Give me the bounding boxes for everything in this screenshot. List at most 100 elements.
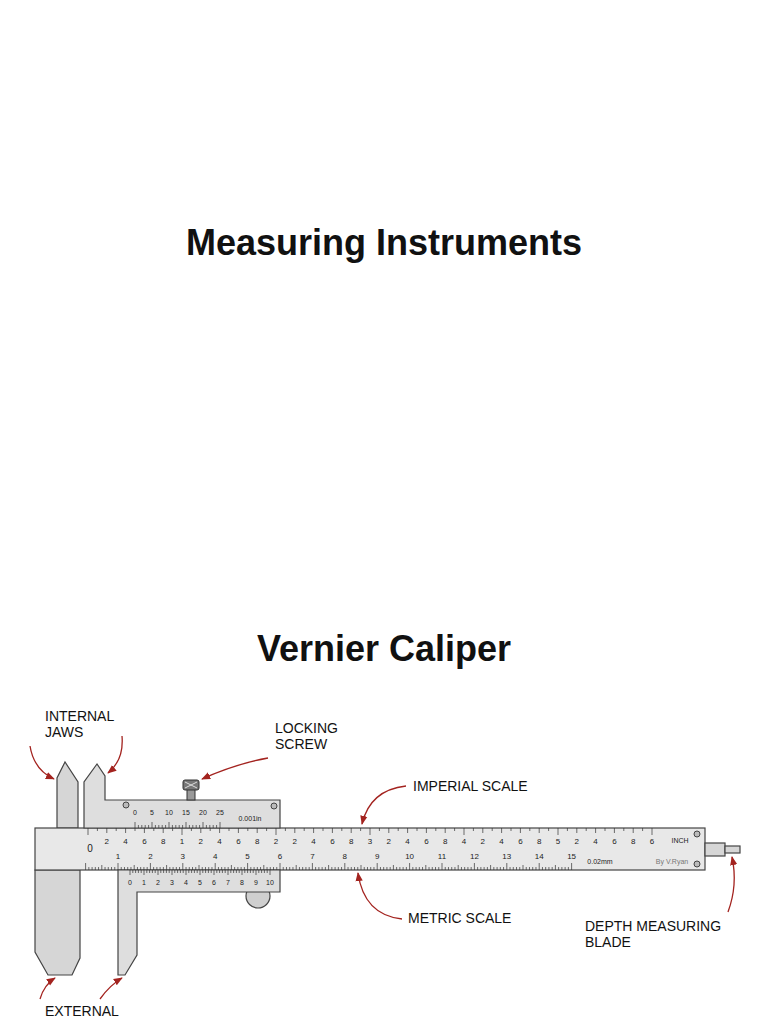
scale-tick (216, 870, 217, 873)
scale-tick (422, 867, 423, 870)
scale-number: 2 (274, 838, 278, 846)
scale-tick (258, 870, 259, 873)
scale-tick (283, 867, 284, 870)
scale-number: 2 (199, 838, 203, 846)
fixed-external-jaw (35, 870, 80, 975)
scale-number: 2 (481, 838, 485, 846)
scale-tick (195, 867, 196, 870)
scale-tick (231, 865, 232, 870)
scale-tick (435, 828, 436, 831)
scale-tick (315, 867, 316, 870)
scale-tick (247, 863, 248, 870)
locking-screw-head (183, 780, 199, 790)
scale-tick (294, 828, 295, 833)
scale-tick (497, 867, 498, 870)
scale-number: 13 (502, 853, 511, 861)
unit-label: INCH (671, 837, 688, 844)
scale-tick (266, 828, 267, 831)
scale-tick (158, 825, 159, 828)
scale-tick (529, 828, 530, 831)
slider-screw (123, 802, 129, 808)
scale-tick (605, 828, 606, 831)
scale-tick (141, 870, 142, 873)
scale-tick (403, 867, 404, 870)
scale-tick (169, 822, 170, 828)
scale-tick (548, 867, 549, 870)
scale-tick (236, 870, 237, 873)
scale-tick (216, 825, 217, 828)
scale-tick (162, 825, 163, 828)
scale-tick (576, 828, 577, 833)
scale-tick (454, 867, 455, 870)
scale-tick (127, 867, 128, 870)
scale-number: 0 (87, 844, 93, 854)
scale-tick (220, 822, 221, 828)
scale-tick (539, 828, 540, 833)
scale-number: 15 (182, 809, 190, 816)
scale-tick (519, 867, 520, 870)
part-label: IMPERIAL SCALE (413, 778, 613, 794)
scale-tick (210, 828, 211, 831)
scale-tick (429, 867, 430, 870)
scale-tick (182, 825, 183, 828)
scale-tick (140, 867, 141, 870)
scale-number: 10 (405, 853, 414, 861)
scale-tick (92, 867, 93, 870)
scale-tick (461, 867, 462, 870)
scale-tick (143, 867, 144, 870)
scale-tick (399, 867, 400, 870)
scale-tick (160, 870, 161, 873)
scale-tick (364, 867, 365, 870)
scale-number: 4 (123, 838, 127, 846)
scale-tick (134, 865, 135, 870)
scale-number: 5 (150, 809, 154, 816)
scale-tick (458, 865, 459, 870)
scale-number: 0 (128, 879, 132, 886)
scale-tick (379, 828, 380, 831)
scale-tick (416, 867, 417, 870)
scale-tick (189, 867, 190, 870)
scale-tick (280, 863, 281, 870)
scale-tick (409, 863, 410, 870)
scale-number: 2 (387, 838, 391, 846)
scale-tick (85, 863, 86, 870)
scale-number: 0 (133, 809, 137, 816)
scale-number: 6 (518, 838, 522, 846)
scale-tick (247, 828, 248, 831)
scale-tick (242, 870, 243, 875)
scale-tick (88, 828, 89, 835)
scale-tick (118, 863, 119, 870)
scale-tick (180, 870, 181, 873)
scale-tick (148, 825, 149, 828)
slider-upper-plate (84, 764, 280, 828)
scale-tick (520, 828, 521, 833)
scale-tick (305, 867, 306, 870)
part-label: INTERNAL JAWS (45, 708, 125, 740)
scale-tick (256, 870, 257, 875)
scale-number: 1 (142, 879, 146, 886)
scale-tick (166, 870, 167, 873)
scale-tick (205, 870, 206, 873)
scale-tick (257, 867, 258, 870)
scale-tick (348, 867, 349, 870)
scale-number: 8 (240, 879, 244, 886)
scale-tick (438, 867, 439, 870)
leader-line (108, 736, 122, 773)
scale-tick (147, 867, 148, 870)
scale-tick (101, 865, 102, 870)
scale-tick (233, 870, 234, 873)
scale-tick (111, 867, 112, 870)
scale-tick (260, 867, 261, 870)
scale-tick (467, 867, 468, 870)
scale-tick (373, 867, 374, 870)
scale-tick (289, 867, 290, 870)
scale-tick (247, 870, 248, 873)
scale-tick (152, 870, 153, 873)
scale-tick (254, 867, 255, 870)
locking-screw-knurl (185, 782, 197, 788)
scale-tick (571, 863, 572, 870)
scale-tick (425, 865, 426, 870)
scale-tick (292, 867, 293, 870)
scale-tick (267, 867, 268, 870)
scale-tick (623, 828, 624, 831)
